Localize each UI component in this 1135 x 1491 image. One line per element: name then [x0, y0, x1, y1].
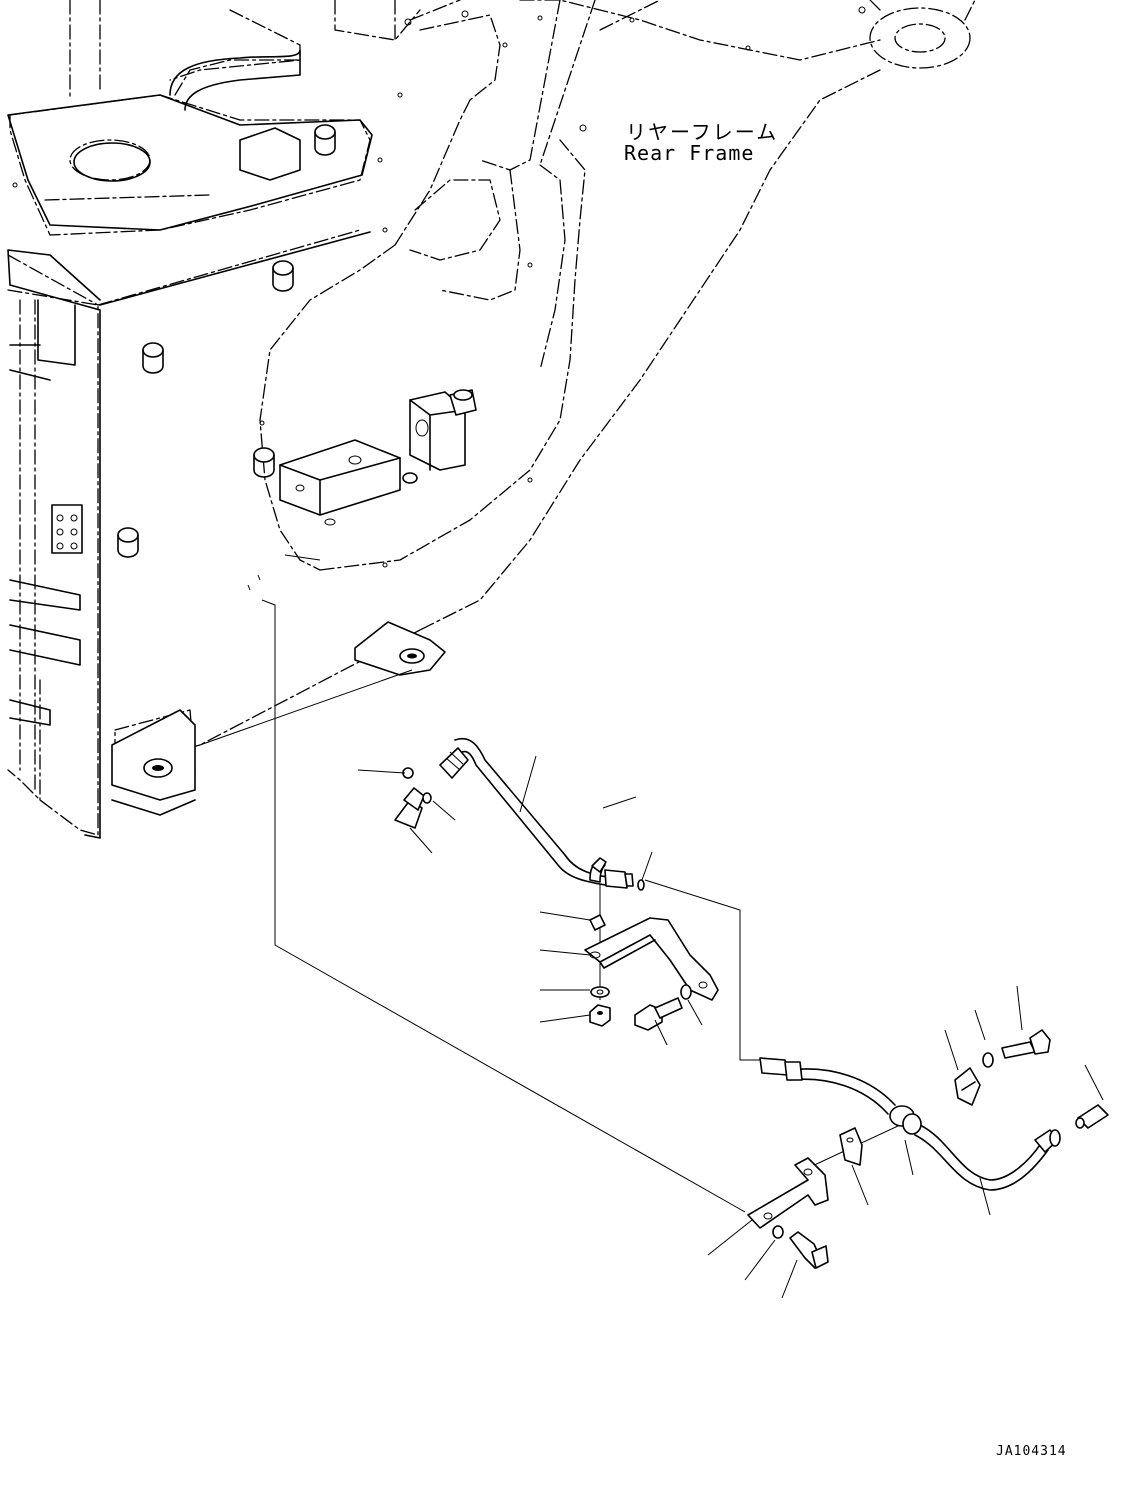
leader-lines — [357, 755, 1104, 1299]
middle-bracket-assembly — [584, 914, 719, 1031]
rear-frame-outline — [7, 0, 976, 836]
frame-solid-details — [7, 49, 477, 839]
lower-hose-assembly — [747, 1029, 1109, 1269]
rear-frame-label-japanese: リヤーフレーム — [626, 120, 779, 144]
drawing-id: JA104314 — [996, 1444, 1067, 1459]
assembly-lines — [199, 599, 901, 1213]
rear-frame-label-english: Rear Frame — [624, 141, 755, 165]
upper-tube-assembly — [394, 738, 645, 891]
